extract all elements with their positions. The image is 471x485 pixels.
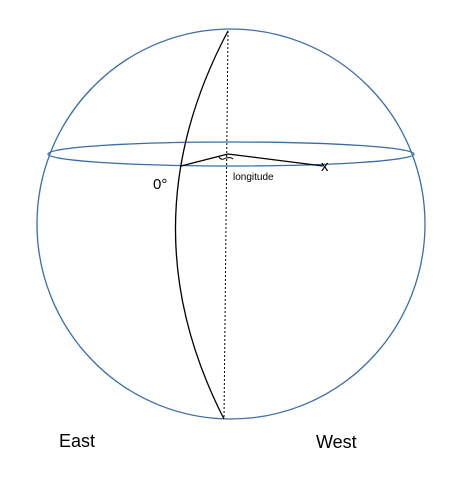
point-x-label: x	[321, 158, 329, 175]
radius-to-point-x	[227, 153, 324, 167]
longitude-label: longitude	[233, 172, 274, 183]
equator-ellipse	[47, 141, 415, 167]
prime-meridian-curve	[174, 30, 229, 420]
east-label: East	[59, 431, 95, 451]
west-label: West	[316, 432, 357, 452]
sphere-outline	[36, 28, 426, 420]
radius-to-prime-meridian	[180, 153, 229, 167]
angle-arc	[218, 156, 234, 160]
polar-axis-dotted	[223, 30, 229, 420]
prime-meridian-label: 0°	[153, 176, 167, 193]
